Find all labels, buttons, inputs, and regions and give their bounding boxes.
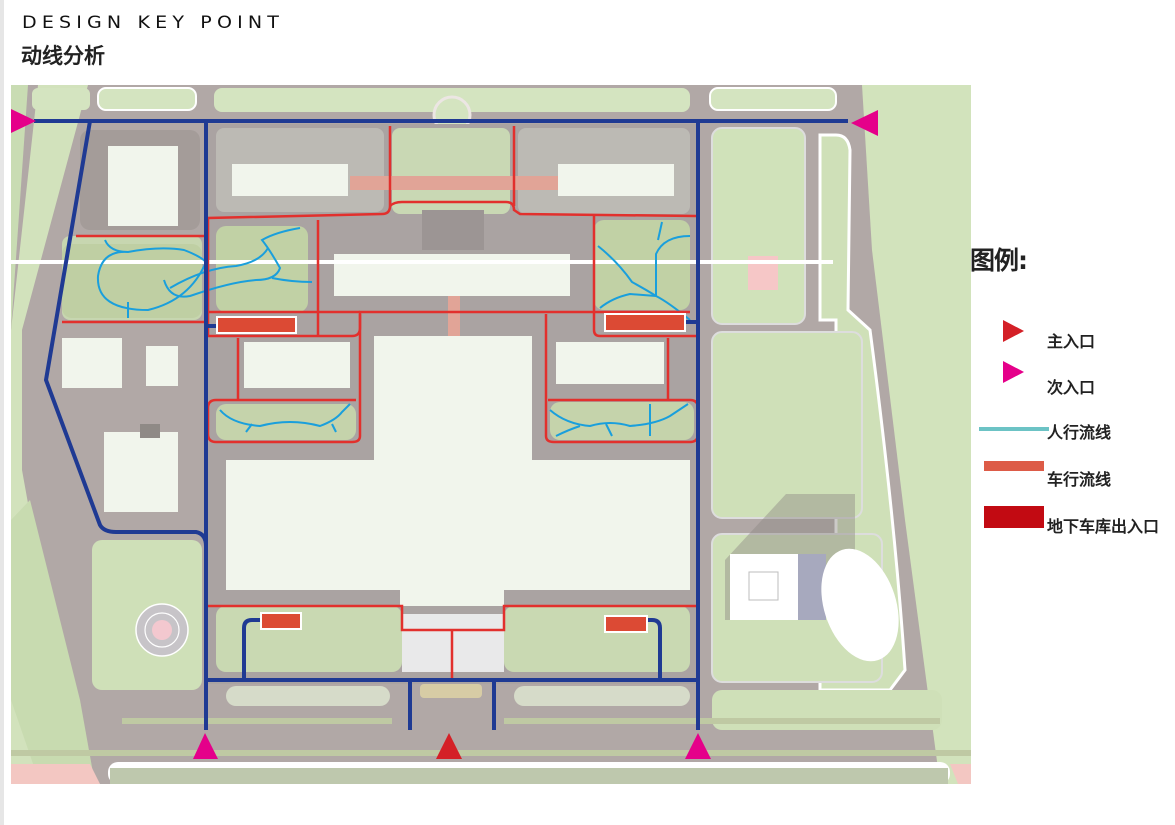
vehicle-bar-icon xyxy=(984,461,1044,471)
legend-item-vehicle-flow: 车行流线 xyxy=(969,460,1175,500)
east-green-belt xyxy=(711,85,971,784)
legend-label: 车行流线 xyxy=(1047,470,1112,489)
garage-block-icon xyxy=(984,506,1044,528)
pedestrian-line-icon xyxy=(979,427,1049,431)
legend-title: 图例: xyxy=(970,246,1028,275)
page-left-border xyxy=(0,0,4,825)
legend-item-main-entrance: 主入口 xyxy=(969,320,1175,360)
entrance-markers xyxy=(11,109,878,759)
secondary-entrance-marker-south-west xyxy=(193,733,218,759)
legend-item-underground-garage-entrance: 地下车库出入口 xyxy=(969,506,1175,546)
mid-buildings xyxy=(216,336,694,606)
legend-label: 地下车库出入口 xyxy=(1047,517,1160,536)
site-plan-map xyxy=(11,85,971,784)
legend-label: 主入口 xyxy=(1047,332,1096,351)
legend-label: 人行流线 xyxy=(1047,423,1112,442)
west-green-belt xyxy=(11,85,95,784)
garage-entrances xyxy=(216,313,686,633)
header-title-en: DESIGN KEY POINT xyxy=(22,13,285,33)
main-entrance-marker-south xyxy=(436,733,462,759)
header-title-cn: 动线分析 xyxy=(21,44,105,68)
site-plan-drawing xyxy=(11,85,971,784)
legend: 图例: 主入口 次入口 人行流线 车行流线 地下车库出入口 xyxy=(969,230,1175,540)
secondary-entrance-marker-east xyxy=(851,110,878,136)
section-line xyxy=(11,260,833,264)
outer-vehicle-routes xyxy=(34,119,848,730)
legend-label: 次入口 xyxy=(1047,378,1096,397)
legend-item-secondary-entrance: 次入口 xyxy=(969,361,1175,401)
north-buildings xyxy=(216,128,690,336)
main-entrance-triangle-icon xyxy=(1003,320,1024,342)
legend-item-pedestrian-flow: 人行流线 xyxy=(969,417,1175,457)
secondary-entrance-marker-south-east xyxy=(685,733,711,759)
secondary-entrance-marker-west xyxy=(11,109,36,133)
secondary-entrance-triangle-icon xyxy=(1003,361,1024,383)
